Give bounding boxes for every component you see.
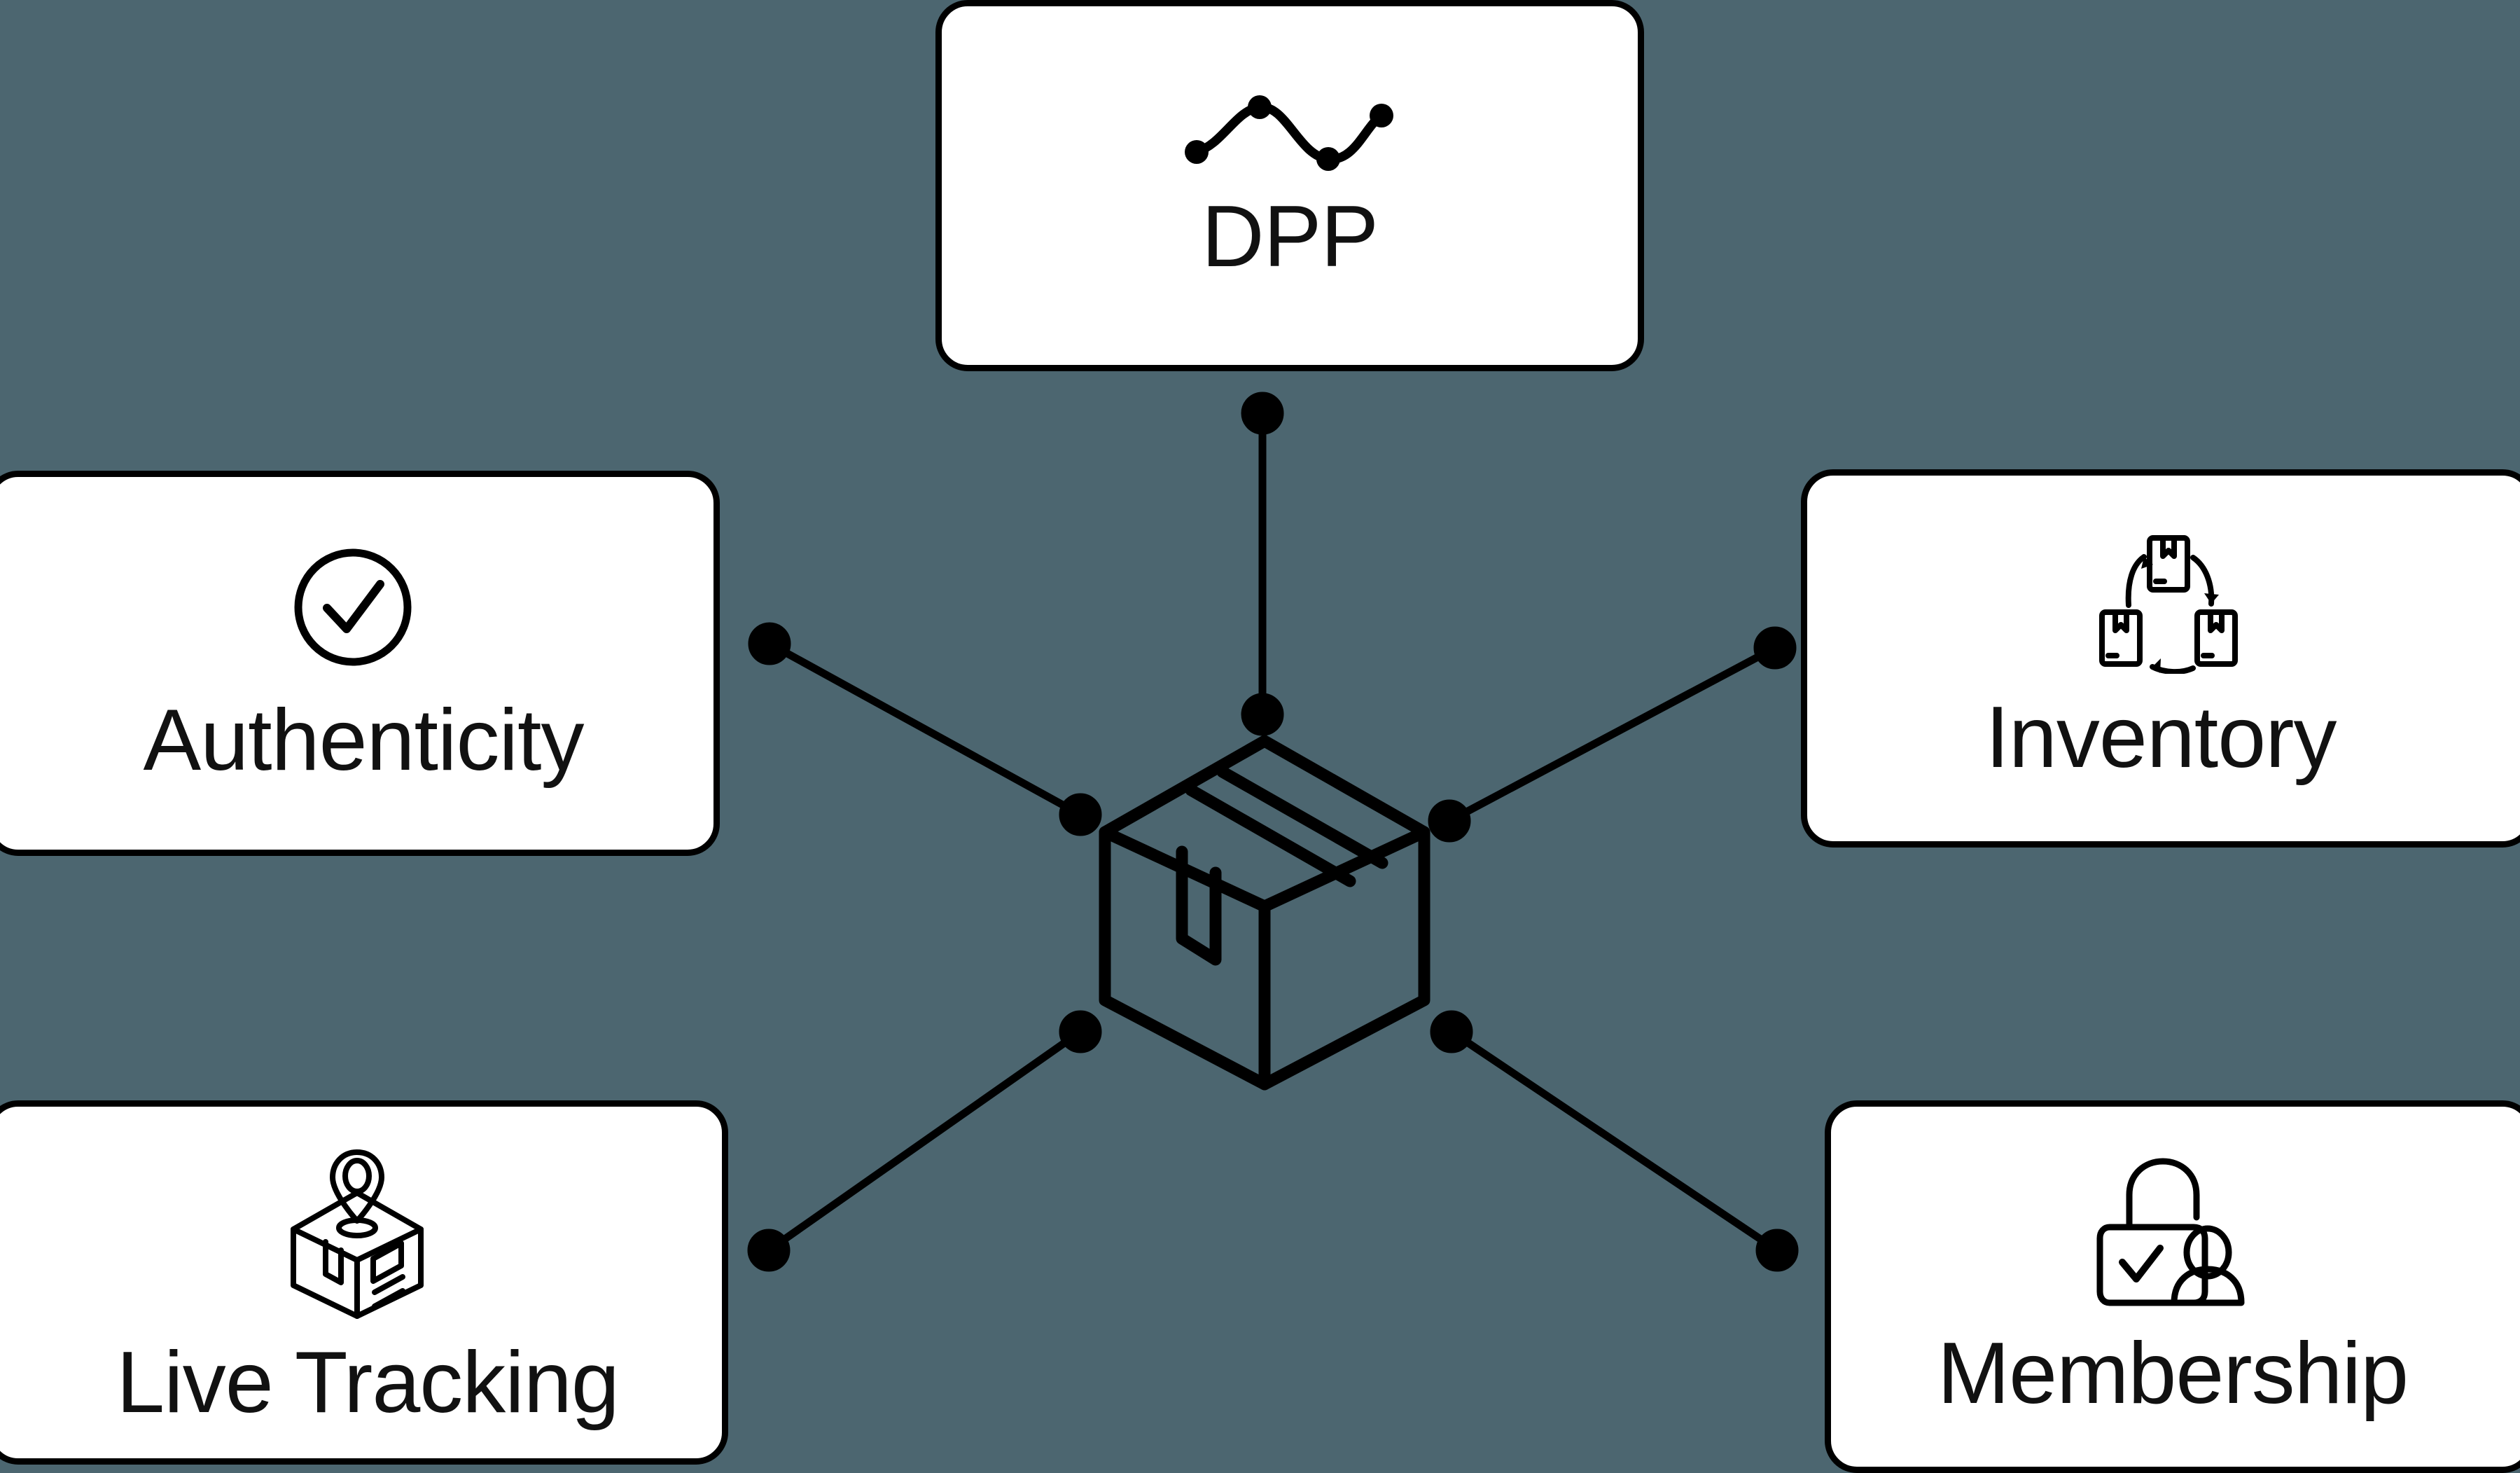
card-membership-label: Membership [1937,1325,2409,1422]
box-location-pin-icon [291,1149,424,1319]
connector-center-to-live-tracking [747,1010,1102,1272]
card-dpp[interactable]: DPP [935,0,1644,371]
line-chart-icon [1185,95,1393,171]
unlocked-padlock-user-icon [2096,1158,2245,1306]
boxes-cycle-icon [2099,534,2238,674]
connector-center-to-membership [1430,1010,1799,1272]
connector-center-to-inventory [1428,626,1797,843]
card-live-tracking[interactable]: Live Tracking [0,1100,728,1465]
card-authenticity-label: Authenticity [143,691,584,789]
card-inventory[interactable]: Inventory [1801,469,2520,848]
connector-center-to-dpp [1241,392,1284,736]
card-dpp-label: DPP [1202,188,1379,285]
check-circle-icon [294,548,412,666]
connector-center-to-authenticity [748,622,1102,836]
package-box-icon [1099,735,1430,1091]
card-live-tracking-label: Live Tracking [116,1334,620,1431]
card-membership[interactable]: Membership [1825,1100,2520,1473]
card-authenticity[interactable]: Authenticity [0,471,720,856]
card-inventory-label: Inventory [1985,689,2337,786]
